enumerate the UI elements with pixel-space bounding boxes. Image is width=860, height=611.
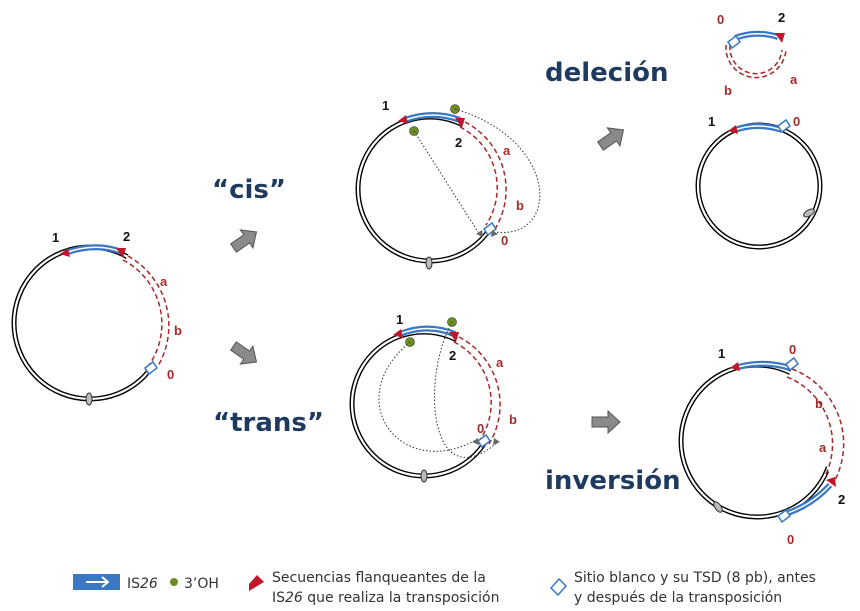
legend-flank-line2-post: que realiza la transposición (303, 590, 500, 606)
flank-sequence-icon (116, 248, 126, 258)
label-one: 1 (718, 346, 725, 361)
svg-text:IS26 que realiza la transposic: IS26 que realiza la transposición (272, 590, 500, 606)
label-zero: 0 (787, 532, 794, 547)
title-cis: “cis” (212, 175, 286, 205)
legend-flank-line2-pre: IS (272, 590, 285, 606)
label-zero: 0 (789, 342, 796, 357)
label-a: a (819, 440, 827, 455)
legend-flank-line1: Secuencias flanqueantes de la (272, 570, 486, 586)
label-b: b (509, 412, 517, 427)
flank-sequence-icon (249, 575, 264, 591)
label-zero: 0 (501, 233, 508, 248)
label-zero: 0 (717, 12, 724, 27)
label-zero: 0 (167, 367, 174, 382)
plasmid-trans: 1 2 a b 0 (349, 312, 517, 483)
legend-is26-num: 26 (140, 576, 158, 592)
label-a: a (496, 355, 504, 370)
arrow-to-cis (229, 229, 258, 253)
label-b: b (815, 396, 823, 411)
label-b: b (516, 198, 524, 213)
arrow-to-deletion (596, 127, 625, 151)
plasmid-original: 1 2 a b 0 (11, 229, 182, 406)
legend-target-line1: Sitio blanco y su TSD (8 pb), antes (574, 570, 816, 586)
flank-sequence-icon (60, 248, 70, 257)
label-a: a (790, 72, 798, 87)
legend-target-line2: y después de la transposición (574, 590, 782, 606)
origin-mark (85, 392, 93, 406)
arrow-to-trans (229, 341, 258, 365)
label-two: 2 (455, 135, 462, 150)
legend-is26-label: IS (127, 576, 140, 592)
label-b: b (174, 323, 182, 338)
label-two: 2 (449, 348, 456, 363)
target-site-icon (143, 360, 159, 376)
label-one: 1 (396, 312, 403, 327)
label-zero: 0 (793, 114, 800, 129)
title-deletion: deleción (545, 58, 669, 88)
plasmid-cis: 1 2 a b 0 (355, 98, 541, 270)
label-zero: 0 (477, 421, 484, 436)
label-one: 1 (52, 230, 59, 245)
label-a: a (160, 274, 168, 289)
label-b: b (724, 83, 732, 98)
label-two: 2 (778, 10, 785, 25)
oh-icon (170, 578, 178, 586)
legend: IS26 3’OH Secuencias flanqueantes de la … (73, 570, 816, 606)
label-one: 1 (382, 98, 389, 113)
title-inversion: inversión (545, 466, 681, 496)
label-two: 2 (123, 229, 130, 244)
legend-oh-label: 3’OH (184, 576, 219, 592)
label-one: 1 (708, 114, 715, 129)
deletion-plasmid: 1 0 (695, 114, 823, 250)
inversion-plasmid: 1 0 b a 2 0 (678, 342, 845, 547)
arrow-to-inversion (591, 409, 621, 435)
title-trans: “trans” (213, 408, 324, 438)
legend-flank-line2-num: 26 (285, 590, 303, 606)
target-site-icon (549, 577, 568, 597)
svg-text:IS26: IS26 (127, 576, 158, 592)
label-a: a (503, 143, 511, 158)
deletion-excised-circle: 0 2 a b (717, 10, 798, 98)
label-two: 2 (838, 492, 845, 507)
